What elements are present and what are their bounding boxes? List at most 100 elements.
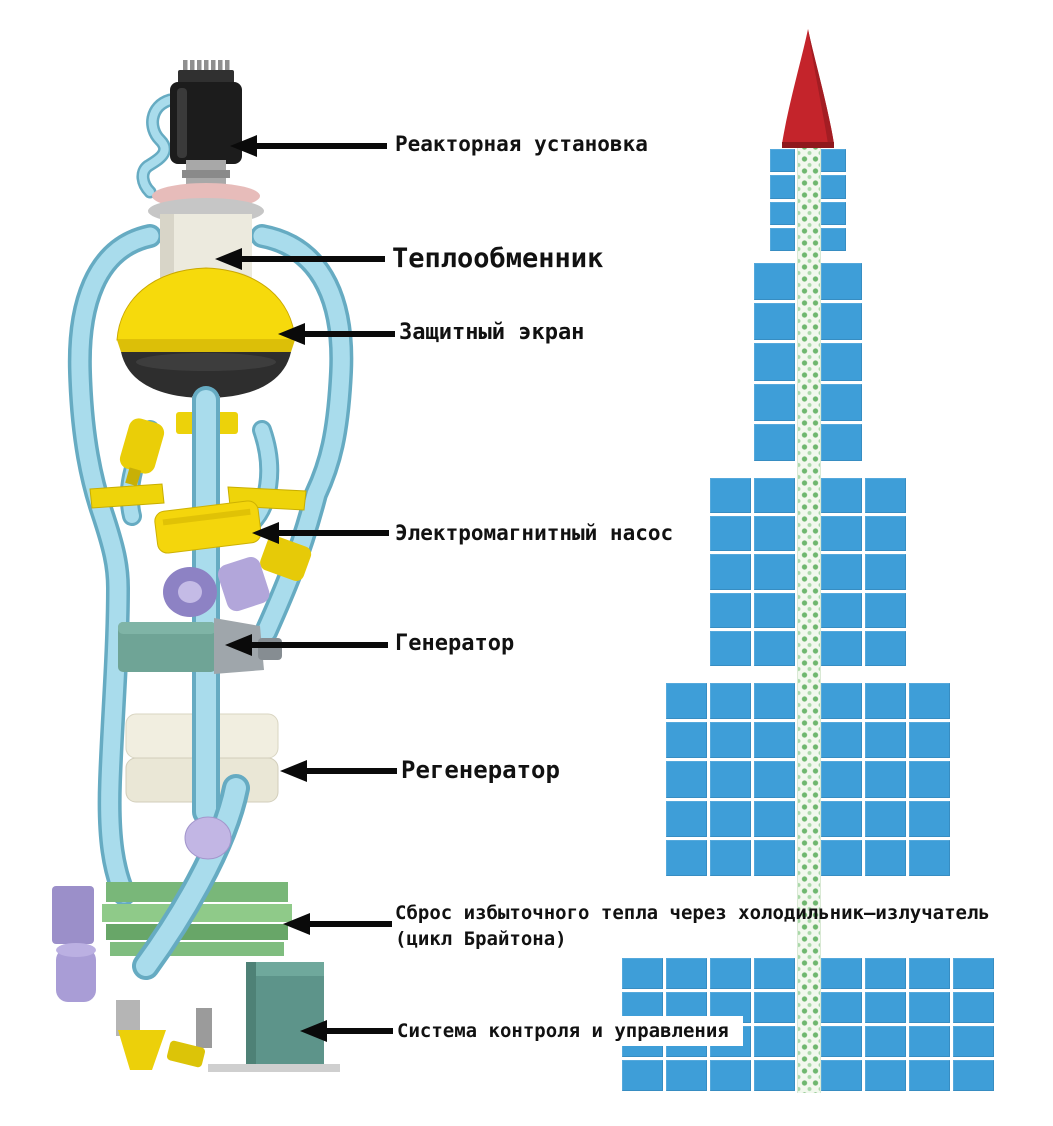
radiator-panel: [754, 630, 795, 666]
radiator-panel: [909, 761, 950, 798]
turbine-body: [163, 557, 270, 617]
radiator-panel: [865, 478, 906, 514]
arrowhead-icon: [215, 248, 242, 270]
radiator-panel: [754, 992, 795, 1023]
radiator-panel: [909, 722, 950, 759]
radiator-panel: [821, 478, 862, 514]
radiator-panel: [865, 1060, 906, 1091]
radiator-panel: [865, 800, 906, 837]
radiator-panel: [865, 1026, 906, 1057]
radiator-panel: [909, 683, 950, 720]
radiator-panel: [754, 761, 795, 798]
radiator-panel: [909, 1060, 950, 1091]
radiator-panel: [821, 343, 862, 381]
radiator-panel: [754, 1060, 795, 1091]
radiator-panel: [953, 992, 994, 1023]
reactor-core: [170, 60, 242, 164]
radiator-panel: [770, 149, 795, 173]
radiator-panel: [754, 263, 795, 301]
radiator-panel: [865, 630, 906, 666]
radiator-panel: [754, 423, 795, 461]
radiator-panel: [754, 722, 795, 759]
radiator-panel: [821, 383, 862, 421]
nose-cone: [782, 29, 834, 148]
arrow-shaft: [303, 331, 395, 337]
radiator-panel: [754, 478, 795, 514]
radiator-panel: [666, 722, 707, 759]
radiator-panel: [710, 1060, 751, 1091]
radiator-panel: [710, 554, 751, 590]
radiator-panel: [909, 1026, 950, 1057]
radiator-panel: [909, 839, 950, 876]
label-heat-rejection-line1: Сброс избыточного тепла через холодильни…: [395, 902, 990, 924]
radiator-panel: [821, 992, 862, 1023]
arrow-shaft: [255, 143, 387, 149]
radiator-panel: [953, 1026, 994, 1057]
radiator-panel: [953, 1060, 994, 1091]
radiator-panel: [770, 201, 795, 225]
radiator-panel: [710, 683, 751, 720]
radiator-panel: [754, 516, 795, 552]
radiator-panel: [821, 423, 862, 461]
radiator-panel: [821, 761, 862, 798]
radiator-panel: [821, 683, 862, 720]
radiator-panel: [710, 630, 751, 666]
radiator-panel: [865, 554, 906, 590]
radiator-panel: [666, 683, 707, 720]
radiator-panel: [710, 761, 751, 798]
radiator-panel: [821, 958, 862, 989]
arrow-shaft: [240, 256, 385, 262]
radiator-panel: [622, 1060, 663, 1091]
radiator-panel: [754, 383, 795, 421]
radiator-panel: [821, 1060, 862, 1091]
arrowhead-icon: [300, 1020, 327, 1042]
radiator-panel: [865, 958, 906, 989]
label-generator: Генератор: [395, 631, 515, 656]
radiator-panel: [909, 800, 950, 837]
radiator-panel: [754, 958, 795, 989]
radiator-panel: [710, 592, 751, 628]
radiator-panel: [821, 303, 862, 341]
radiator-panel: [821, 630, 862, 666]
lavender-joint: [184, 816, 232, 860]
radiator-panel: [754, 592, 795, 628]
arrowhead-icon: [252, 522, 279, 544]
radiator-panel: [821, 201, 846, 225]
radiator-panel: [821, 800, 862, 837]
arrowhead-icon: [230, 135, 257, 157]
bottom-nozzle: [118, 1030, 206, 1070]
truss-boom: [797, 140, 821, 1093]
radiator-panel: [754, 800, 795, 837]
radiator-panel: [821, 175, 846, 199]
radiator-panel: [865, 839, 906, 876]
radiator-panel: [821, 263, 862, 301]
radiator-panel: [865, 992, 906, 1023]
radiator-panel: [710, 958, 751, 989]
radiator-panel: [865, 683, 906, 720]
radiator-panel: [821, 592, 862, 628]
radiator-panel: [865, 722, 906, 759]
radiator-panel: [821, 722, 862, 759]
radiator-panel: [770, 175, 795, 199]
arrow-shaft: [250, 642, 388, 648]
radiator-panel: [754, 683, 795, 720]
arrowhead-icon: [280, 760, 307, 782]
em-pump-body: [89, 483, 312, 581]
radiator-panel: [710, 722, 751, 759]
arrow-shaft: [325, 1028, 393, 1034]
arrow-shaft: [308, 921, 392, 927]
auxiliary-units: [52, 886, 340, 1072]
radiator-panel: [754, 343, 795, 381]
radiator-panel: [865, 761, 906, 798]
radiator-panel: [754, 303, 795, 341]
arrow-shaft: [305, 768, 397, 774]
radiator-panel: [821, 839, 862, 876]
label-control-system: Система контроля и управления: [395, 1016, 743, 1046]
radiator-panel: [622, 958, 663, 989]
radiator-panel: [666, 761, 707, 798]
radiator-panel: [821, 149, 846, 173]
radiator-panel: [666, 958, 707, 989]
radiator-panel: [754, 554, 795, 590]
radiator-panel: [666, 839, 707, 876]
